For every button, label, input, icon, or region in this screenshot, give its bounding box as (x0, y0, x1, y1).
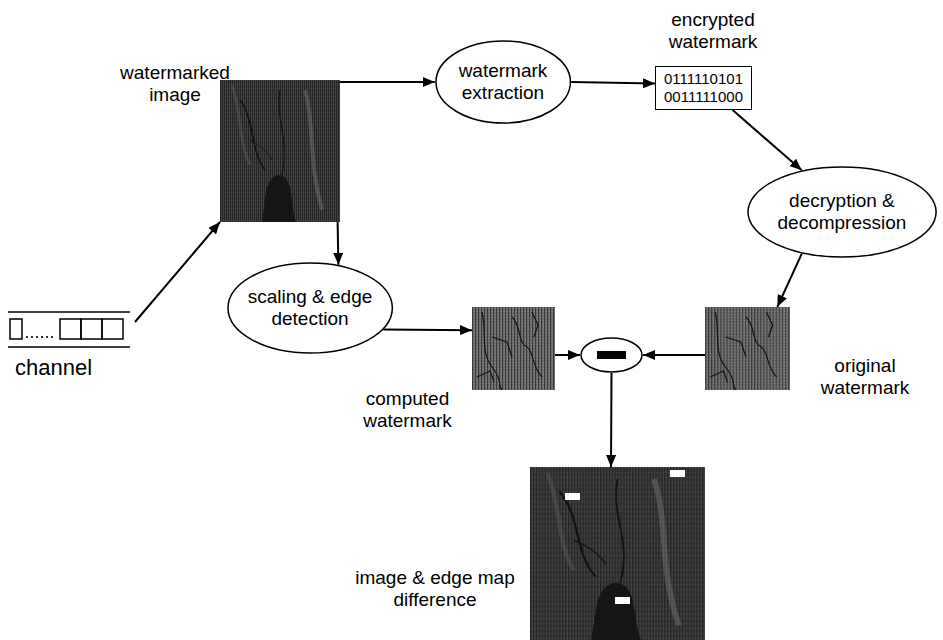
flow-arrow (135, 222, 220, 322)
channel-label: channel (15, 355, 92, 380)
bits-box: encrypted watermark0111110101 0011111000 (655, 66, 752, 110)
process-label: watermark extraction (453, 60, 553, 104)
image-panel: image & edge map difference (530, 467, 705, 640)
difference-photo (530, 467, 705, 640)
image-panel: computed watermark (472, 307, 555, 390)
flow-arrow (383, 329, 472, 332)
computed-edge-map (472, 307, 555, 390)
original-edge-map (705, 307, 790, 390)
image-label: image & edge map difference (345, 567, 525, 611)
channel-symbol (8, 312, 130, 347)
flow-arrow (777, 254, 802, 307)
image-label: computed watermark (345, 388, 470, 432)
tamper-mark (670, 470, 685, 477)
flow-arrow (337, 222, 340, 265)
image-panel: watermarked image (220, 80, 340, 222)
flow-arrow (340, 81, 435, 83)
ellipse-shape (581, 338, 642, 372)
process-label: decryption & decompression (767, 190, 917, 234)
minus-operator (580, 337, 643, 373)
channel-dots (26, 336, 53, 338)
text-group: 0111110101 0011111000 (664, 70, 743, 106)
text-group: watermark extraction (453, 60, 553, 104)
ellipse-shape (228, 263, 392, 353)
process-ellipse: scaling & edge detection (227, 262, 393, 354)
ellipse-shape (436, 41, 570, 123)
text-group: decryption & decompression (767, 190, 917, 234)
ellipse-shape (748, 167, 936, 257)
flow-arrow (733, 110, 802, 170)
flow-arrow (610, 373, 613, 467)
image-label: watermarked image (110, 62, 240, 106)
box-heading: encrypted watermark (653, 9, 773, 53)
flow-arrow (555, 354, 580, 356)
image-label: original watermark (795, 355, 935, 399)
minus-symbol (597, 351, 626, 359)
channel-block: channel (5, 305, 135, 392)
process-ellipse: decryption & decompression (747, 166, 937, 258)
tamper-mark (565, 493, 580, 500)
image-panel: original watermark (705, 307, 790, 390)
text-group: scaling & edge detection (245, 286, 375, 330)
watermarked-photo (220, 80, 340, 222)
tamper-mark (615, 597, 630, 604)
watermark-bits: 0111110101 0011111000 (664, 70, 743, 106)
flow-arrow (643, 354, 705, 356)
process-ellipse: watermark extraction (435, 40, 571, 124)
process-label: scaling & edge detection (245, 286, 375, 330)
flow-arrow (571, 82, 655, 84)
ellipse-outline (580, 337, 643, 373)
